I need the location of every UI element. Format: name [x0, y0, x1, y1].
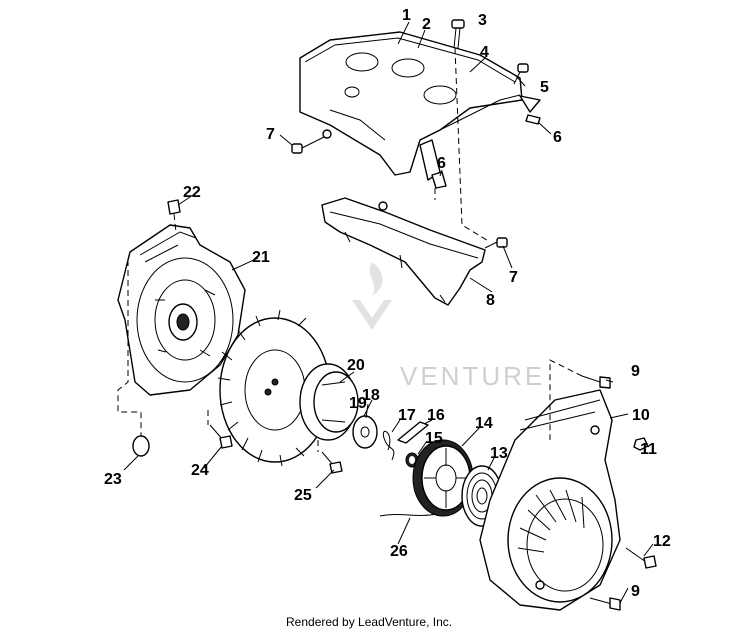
callout-20: 20: [347, 357, 365, 374]
callout-7: 7: [266, 126, 275, 143]
callout-15: 15: [425, 430, 443, 447]
callout-14: 14: [475, 415, 493, 432]
callout-labels: 1 2 3 4 5 6 6 7 7 8 9 9 10 11 12 13 14 1…: [104, 7, 671, 600]
bolt-12: [625, 547, 657, 569]
callout-4: 4: [480, 44, 489, 61]
bolt-7a: [291, 129, 332, 154]
washer-19: [352, 415, 378, 449]
callout-18: 18: [362, 387, 380, 404]
callout-22: 22: [183, 184, 201, 201]
callout-13: 13: [490, 445, 508, 462]
callout-24: 24: [191, 462, 209, 479]
watermark-text: VENTURE: [400, 361, 545, 391]
callout-11: 11: [640, 441, 657, 458]
spring-17: [382, 430, 395, 461]
callout-9: 9: [631, 363, 640, 380]
callout-25: 25: [294, 487, 312, 504]
callout-5: 5: [540, 79, 549, 96]
rope-pulley: [412, 439, 474, 517]
assembly-lines: [117, 47, 583, 452]
callout-21: 21: [252, 249, 270, 266]
nut-11: [633, 437, 649, 451]
callout-26: 26: [390, 543, 408, 560]
plug-22: [167, 199, 181, 215]
watermark: VENTURE: [352, 262, 545, 391]
fan-housing: [479, 389, 621, 611]
callout-17: 17: [398, 407, 416, 424]
bolt-9a: [581, 375, 611, 389]
leader-lines: [123, 21, 654, 604]
bolt-9b: [589, 597, 621, 611]
callout-1: 1: [402, 7, 411, 24]
callout-23: 23: [104, 471, 122, 488]
callout-8: 8: [486, 292, 495, 309]
bolt-5: [513, 63, 529, 85]
top-shroud: [299, 31, 541, 189]
bolt-24: [209, 424, 233, 449]
pawl-16: [397, 421, 429, 444]
air-duct: [321, 197, 486, 306]
bolt-7b: [484, 237, 508, 249]
callout-10: 10: [632, 407, 650, 424]
callout-16: 16: [427, 407, 445, 424]
callout-9-lower: 9: [631, 583, 640, 600]
footer-credit: Rendered by LeadVenture, Inc.: [286, 615, 452, 629]
cap-23: [132, 435, 150, 457]
starter-cup: [299, 363, 359, 441]
bolt-3: [451, 19, 465, 49]
starter-rope: [379, 513, 437, 517]
backplate: [117, 224, 246, 396]
callout-6-lower: 6: [437, 155, 446, 172]
callout-7-duct: 7: [509, 269, 518, 286]
callout-6: 6: [553, 129, 562, 146]
callout-12: 12: [653, 533, 671, 550]
callout-19: 19: [349, 395, 367, 412]
bolt-25: [321, 451, 343, 474]
callout-3: 3: [478, 12, 487, 29]
callout-2: 2: [422, 16, 431, 33]
